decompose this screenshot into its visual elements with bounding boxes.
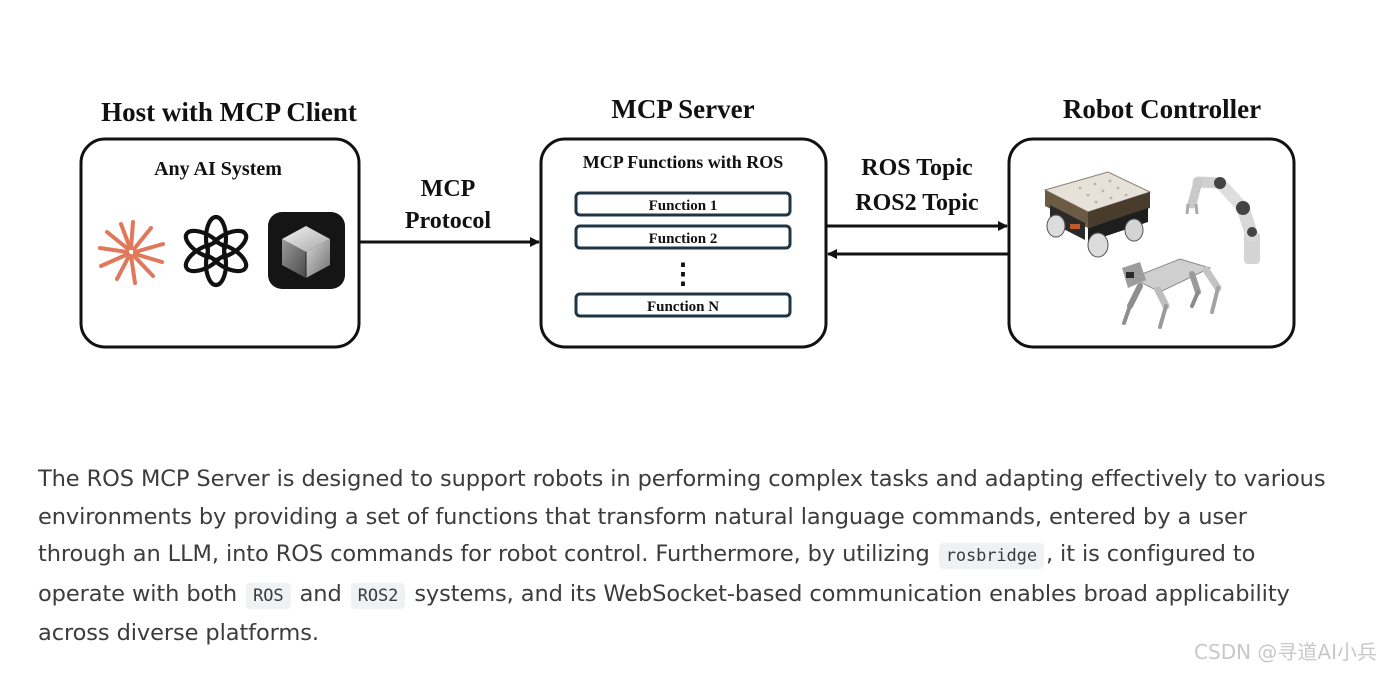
openai-knot-icon bbox=[183, 214, 249, 288]
function-item-1: Function 1 bbox=[574, 191, 792, 217]
function-item-n: Function N bbox=[574, 292, 792, 318]
topic-label-line2: ROS2 Topic bbox=[855, 190, 979, 216]
topic-label-line1: ROS Topic bbox=[861, 155, 973, 181]
protocol-label-line1: MCP bbox=[421, 176, 476, 202]
robot-title: Robot Controller bbox=[1063, 94, 1261, 124]
robot-dog-image bbox=[1122, 258, 1222, 329]
host-subtitle: Any AI System bbox=[154, 158, 282, 180]
server-subtitle: MCP Functions with ROS bbox=[583, 152, 784, 172]
description-text: The ROS MCP Server is designed to suppor… bbox=[38, 466, 1326, 568]
server-title: MCP Server bbox=[611, 94, 754, 124]
rosbridge-code: rosbridge bbox=[938, 543, 1044, 570]
diagram-canvas: Host with MCP Client Any AI System bbox=[79, 94, 1296, 349]
protocol-label-line2: Protocol bbox=[405, 208, 492, 234]
ros2-code: ROS2 bbox=[350, 582, 406, 609]
description-paragraph: The ROS MCP Server is designed to suppor… bbox=[38, 461, 1338, 653]
architecture-diagram: Host with MCP Client Any AI System bbox=[79, 94, 1296, 349]
description-text: systems, and its WebSocket-based communi… bbox=[38, 580, 1290, 647]
function-label: Function N bbox=[647, 299, 719, 315]
description-text: , it is configured to operate with both bbox=[38, 541, 1256, 607]
description-text: and bbox=[299, 580, 342, 607]
mobile-robot-base-image bbox=[1043, 171, 1152, 258]
function-label: Function 1 bbox=[649, 198, 718, 214]
ros-code: ROS bbox=[246, 582, 291, 609]
robot-arm-image bbox=[1185, 176, 1260, 264]
claude-sparkle-icon bbox=[98, 220, 165, 285]
host-title: Host with MCP Client bbox=[101, 97, 357, 127]
function-ellipsis: ⋮ bbox=[669, 259, 697, 290]
function-label: Function 2 bbox=[649, 231, 718, 247]
function-item-2: Function 2 bbox=[574, 224, 792, 250]
cube-logo-icon bbox=[268, 212, 345, 289]
csdn-watermark: CSDN @寻道AI小兵 bbox=[1194, 640, 1377, 664]
